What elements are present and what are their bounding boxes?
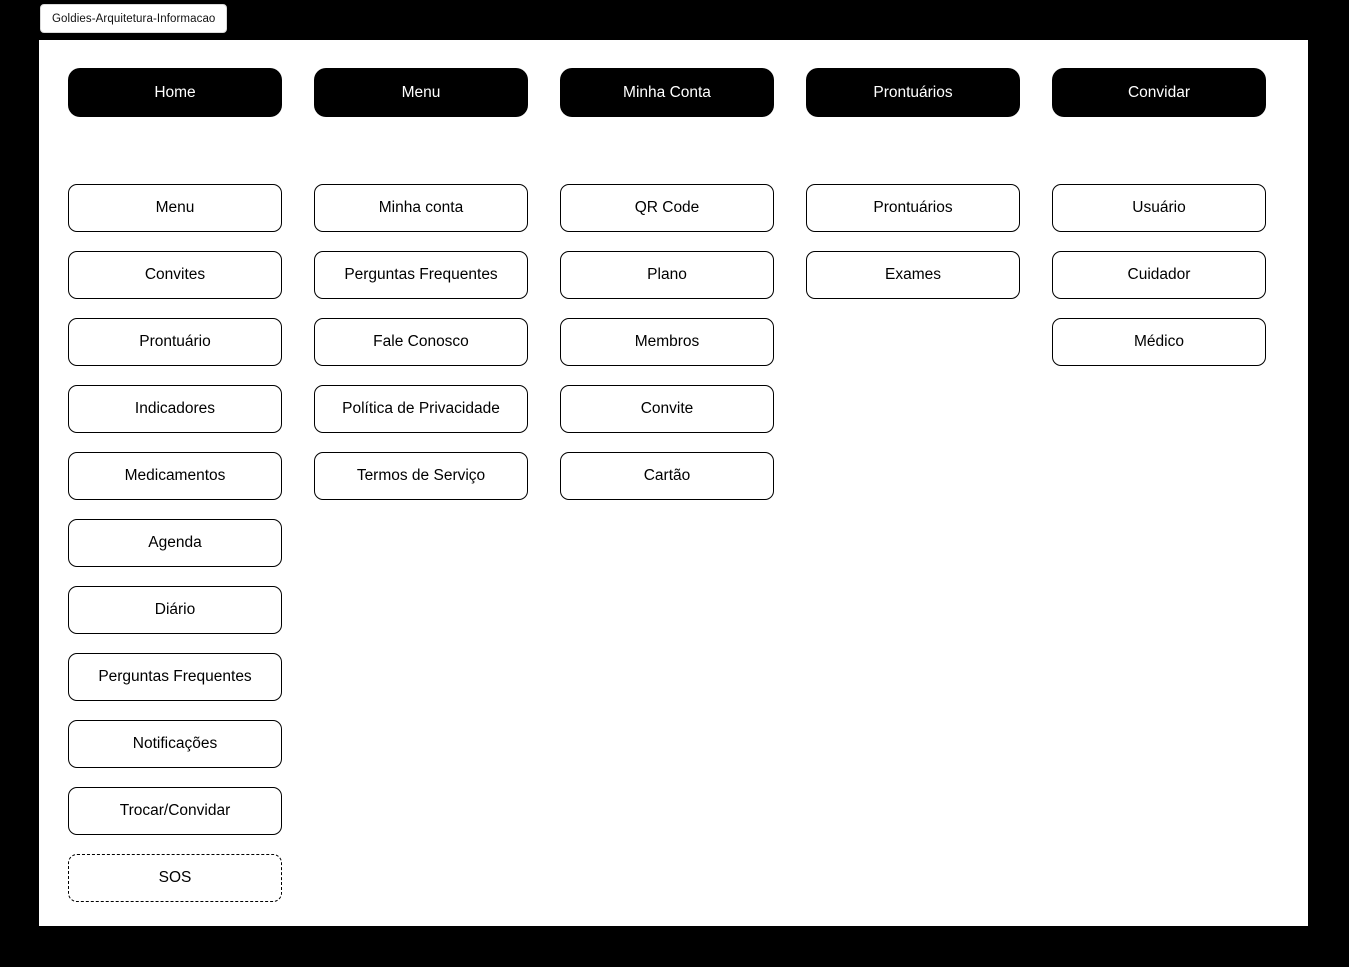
node-convidar-cuidador[interactable]: Cuidador <box>1052 251 1266 299</box>
node-home-perguntas-frequentes[interactable]: Perguntas Frequentes <box>68 653 282 701</box>
node-prontuarios-prontuarios[interactable]: Prontuários <box>806 184 1020 232</box>
node-home-convites[interactable]: Convites <box>68 251 282 299</box>
node-menu-perguntas-frequentes[interactable]: Perguntas Frequentes <box>314 251 528 299</box>
node-menu-minha-conta[interactable]: Minha conta <box>314 184 528 232</box>
node-home-notificacoes[interactable]: Notificações <box>68 720 282 768</box>
node-minha-conta-plano[interactable]: Plano <box>560 251 774 299</box>
node-home-trocar-convidar[interactable]: Trocar/Convidar <box>68 787 282 835</box>
header-node-prontuarios[interactable]: Prontuários <box>806 68 1020 117</box>
node-home-sos[interactable]: SOS <box>68 854 282 902</box>
header-node-convidar[interactable]: Convidar <box>1052 68 1266 117</box>
node-home-prontuario[interactable]: Prontuário <box>68 318 282 366</box>
node-minha-conta-qr-code[interactable]: QR Code <box>560 184 774 232</box>
node-minha-conta-convite[interactable]: Convite <box>560 385 774 433</box>
header-node-home[interactable]: Home <box>68 68 282 117</box>
node-home-diario[interactable]: Diário <box>68 586 282 634</box>
node-home-indicadores[interactable]: Indicadores <box>68 385 282 433</box>
node-menu-politica-de-privacidade[interactable]: Política de Privacidade <box>314 385 528 433</box>
node-minha-conta-cartao[interactable]: Cartão <box>560 452 774 500</box>
node-menu-fale-conosco[interactable]: Fale Conosco <box>314 318 528 366</box>
header-node-minha-conta[interactable]: Minha Conta <box>560 68 774 117</box>
node-home-agenda[interactable]: Agenda <box>68 519 282 567</box>
node-minha-conta-membros[interactable]: Membros <box>560 318 774 366</box>
file-tab-title: Goldies-Arquitetura-Informacao <box>52 12 216 25</box>
node-home-menu[interactable]: Menu <box>68 184 282 232</box>
file-tab[interactable]: Goldies-Arquitetura-Informacao <box>40 4 228 33</box>
node-home-medicamentos[interactable]: Medicamentos <box>68 452 282 500</box>
header-node-menu[interactable]: Menu <box>314 68 528 117</box>
node-menu-termos-de-servico[interactable]: Termos de Serviço <box>314 452 528 500</box>
node-prontuarios-exames[interactable]: Exames <box>806 251 1020 299</box>
node-convidar-medico[interactable]: Médico <box>1052 318 1266 366</box>
node-convidar-usuario[interactable]: Usuário <box>1052 184 1266 232</box>
